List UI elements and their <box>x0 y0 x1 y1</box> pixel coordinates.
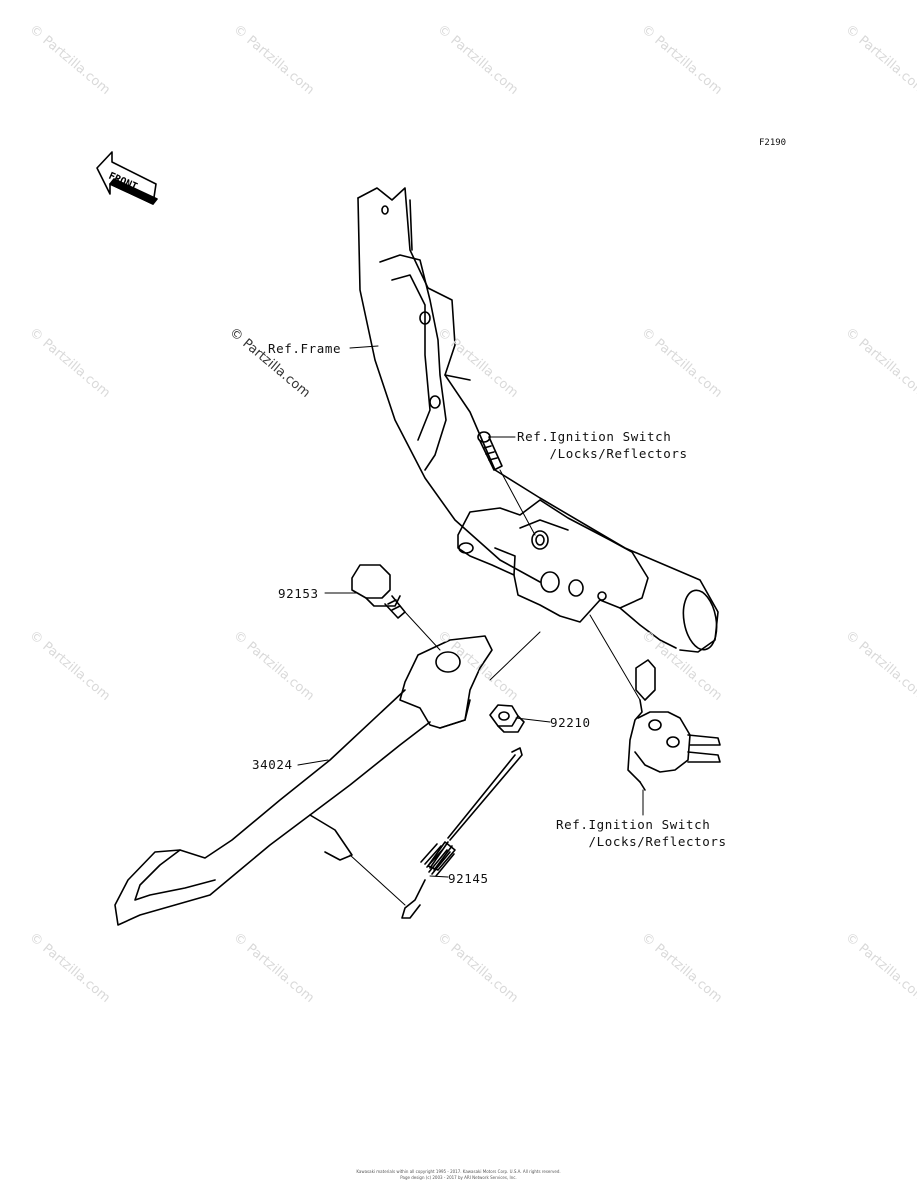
frame-part <box>357 187 719 653</box>
diagram-code: F2190 <box>759 138 787 148</box>
nut-92210 <box>489 631 541 733</box>
side-stand-34024 <box>114 635 493 926</box>
label-ref-frame[interactable]: Ref.Frame <box>268 341 342 356</box>
stand-mount-bracket <box>457 499 718 651</box>
side-stand-switch <box>589 614 721 791</box>
label-ref-ignition-lower[interactable]: Ref.Ignition Switch /Locks/Reflectors <box>556 817 727 849</box>
leader-lines <box>297 345 644 878</box>
front-arrow-icon: FRONT <box>96 151 158 205</box>
spring-92145 <box>349 747 523 919</box>
ignition-bolt-upper <box>477 431 536 536</box>
label-part-92145[interactable]: 92145 <box>448 871 489 886</box>
label-part-92153[interactable]: 92153 <box>278 586 319 601</box>
bolt-92153 <box>351 564 441 651</box>
footer-copyright: Kawasaki materials within all copyright … <box>356 1169 561 1174</box>
footer-design: Page design (c) 2003 - 2017 by ARI Netwo… <box>400 1175 517 1180</box>
label-ref-ignition-upper[interactable]: Ref.Ignition Switch /Locks/Reflectors <box>517 429 688 461</box>
label-part-34024[interactable]: 34024 <box>252 757 293 772</box>
label-part-92210[interactable]: 92210 <box>550 715 591 730</box>
